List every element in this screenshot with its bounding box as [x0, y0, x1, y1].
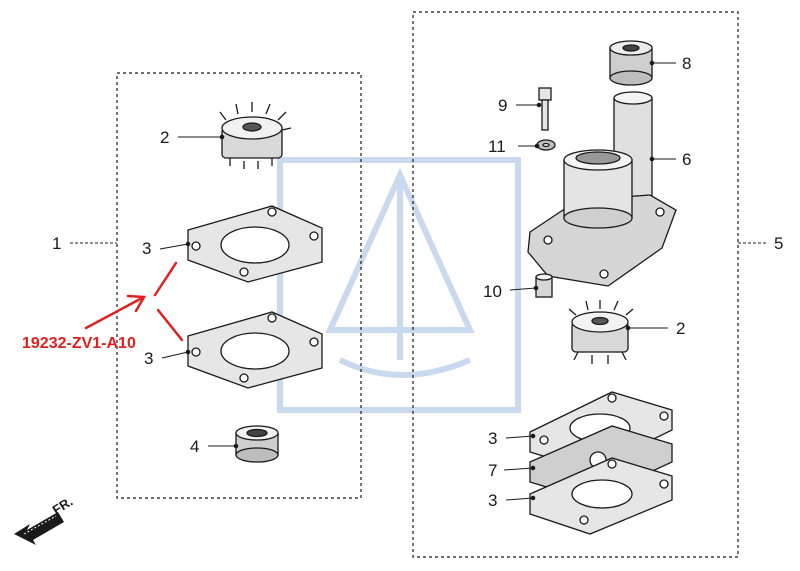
callout-5: 5 [774, 234, 783, 253]
bolt [538, 87, 552, 131]
callout-11: 11 [488, 137, 506, 156]
callout-8: 8 [682, 54, 691, 73]
callout-4: 4 [190, 437, 199, 456]
callout-2-right: 2 [676, 319, 685, 338]
group-box-right [412, 11, 739, 558]
gasket-left-bottom [187, 311, 323, 389]
callout-3-right-bottom: 3 [488, 491, 497, 510]
impeller-left [219, 102, 292, 169]
gasket-right-bottom [529, 457, 673, 535]
gasket-left-top [187, 205, 323, 283]
callout-10: 10 [483, 282, 502, 301]
washer [536, 139, 556, 151]
grommet [609, 40, 653, 86]
leader-lines [70, 60, 768, 501]
impeller-right [568, 300, 634, 364]
callout-9: 9 [498, 96, 507, 115]
part-number-label: 19232-ZV1-A10 [22, 335, 136, 352]
callout-2-left: 2 [160, 128, 169, 147]
dowel-pin [535, 273, 553, 298]
front-direction-arrow [14, 512, 64, 545]
callout-1: 1 [52, 234, 61, 253]
callout-7: 7 [488, 461, 497, 480]
callout-3-left-top: 3 [142, 239, 151, 258]
watermark-logo [277, 157, 521, 413]
oil-seal [235, 425, 279, 463]
part-number-annotation [84, 261, 184, 342]
front-direction-label: FR. [50, 494, 76, 518]
callout-3-left-bottom: 3 [144, 349, 153, 368]
callout-3-right-top: 3 [488, 429, 497, 448]
pump-housing [527, 91, 677, 287]
callout-6: 6 [682, 150, 691, 169]
group-box-left [116, 72, 362, 499]
